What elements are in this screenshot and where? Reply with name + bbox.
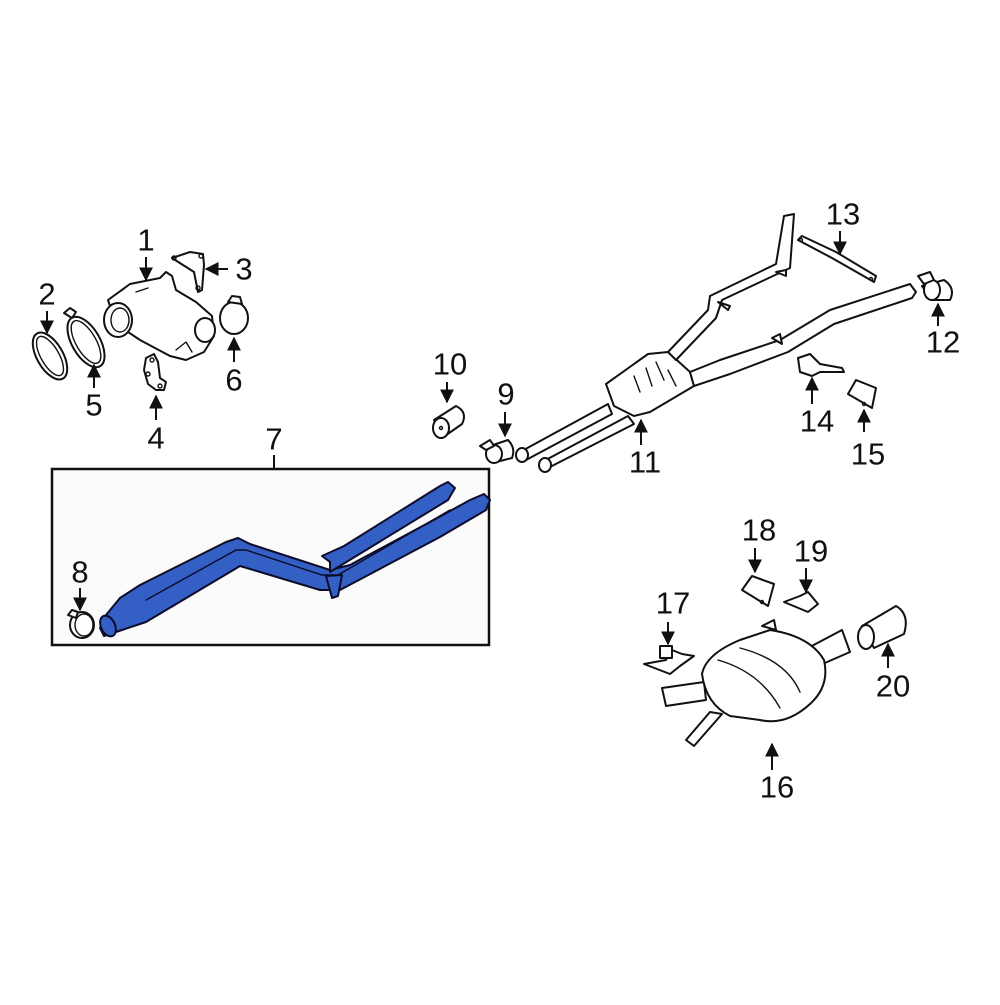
part-15-rubber-mount-icon[interactable]	[847, 379, 877, 432]
callout-label-7[interactable]: 7	[265, 421, 283, 457]
callout-label-8[interactable]: 8	[71, 554, 89, 590]
part-11-center-pipe-resonator-icon[interactable]	[515, 213, 917, 473]
callout-label-14[interactable]: 14	[799, 403, 835, 439]
callout-label-20[interactable]: 20	[875, 668, 911, 704]
part-6-clamp-icon[interactable]	[219, 295, 249, 362]
part-2-gasket-icon[interactable]	[26, 311, 75, 385]
callout-label-9[interactable]: 9	[497, 376, 515, 412]
callout-label-1[interactable]: 1	[137, 222, 155, 258]
callout-label-17[interactable]: 17	[655, 585, 691, 621]
part-5-clamp-icon[interactable]	[60, 307, 112, 388]
part-14-hanger-icon[interactable]	[797, 353, 845, 404]
part-17-hanger-icon[interactable]	[643, 622, 695, 675]
part-9-clamp-icon[interactable]	[479, 412, 515, 464]
part-10-rubber-mount-icon[interactable]	[432, 382, 465, 439]
part-19-bracket-icon[interactable]	[783, 568, 819, 613]
part-18-rubber-mount-icon[interactable]	[741, 548, 775, 607]
part-16-rear-muffler-icon[interactable]	[661, 619, 851, 770]
part-12-clamp-icon[interactable]	[917, 271, 953, 326]
callout-label-15[interactable]: 15	[850, 436, 886, 472]
callout-label-18[interactable]: 18	[741, 512, 777, 548]
part-7-front-pipe-icon[interactable]	[97, 481, 491, 639]
callout-label-4[interactable]: 4	[147, 420, 165, 456]
callout-label-16[interactable]: 16	[759, 769, 795, 805]
part-4-bracket-icon[interactable]	[143, 353, 167, 420]
callout-label-10[interactable]: 10	[432, 346, 468, 382]
callout-label-5[interactable]: 5	[85, 387, 103, 423]
callout-label-12[interactable]: 12	[925, 324, 961, 360]
callout-label-2[interactable]: 2	[38, 276, 56, 312]
callout-label-11[interactable]: 11	[628, 444, 662, 480]
part-8-clamp-icon[interactable]	[67, 588, 95, 639]
part-20-exhaust-tip-icon[interactable]	[857, 605, 907, 668]
callout-label-13[interactable]: 13	[825, 196, 861, 232]
callout-label-3[interactable]: 3	[235, 251, 253, 287]
part-1-catalytic-converter-icon[interactable]	[103, 257, 216, 361]
part-13-strap-icon[interactable]	[797, 231, 877, 283]
callout-label-19[interactable]: 19	[793, 533, 829, 569]
part-3-bracket-icon[interactable]	[171, 251, 228, 293]
callout-label-6[interactable]: 6	[225, 362, 243, 398]
